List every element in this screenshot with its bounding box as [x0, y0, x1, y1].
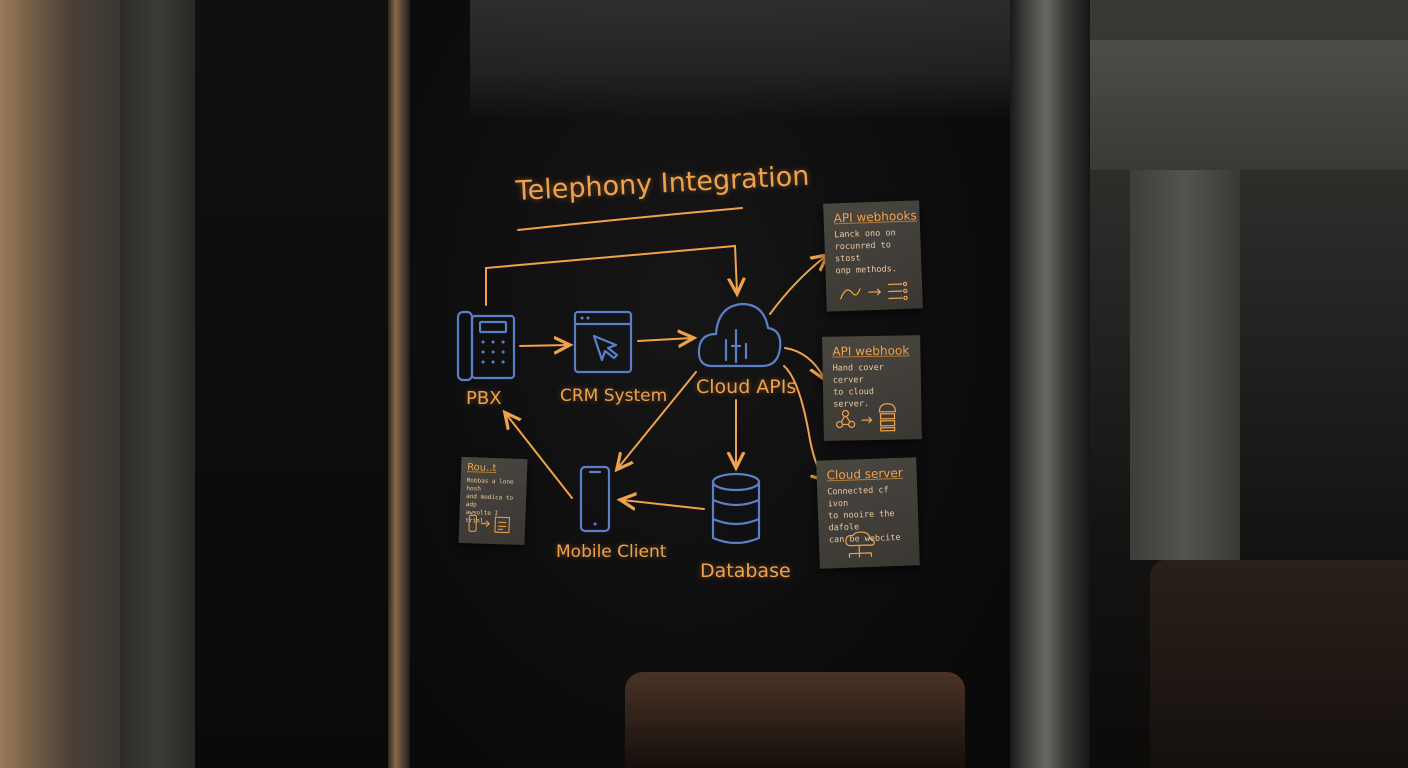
cloud-network-icon [841, 529, 918, 560]
arrow-cloud-to-note1 [770, 256, 826, 314]
sticky-note-api-webhook: API webhook Hand cover cerver to cloud s… [822, 335, 922, 441]
note-title: Rou..t [467, 462, 521, 475]
node-label-database: Database [700, 560, 791, 582]
phone-icon [458, 312, 514, 380]
arrow-database-to-mobile [622, 500, 704, 509]
sticky-note-api-webhooks: API webhooks Lanck ono on rocunred to st… [823, 200, 923, 311]
title-underline [518, 208, 742, 230]
network-server-icon [833, 399, 910, 432]
node-label-crm: CRM System [560, 386, 667, 406]
arrow-pbx-to-cloud [486, 246, 737, 305]
node-label-mobile: Mobile Client [556, 542, 666, 562]
smartphone-icon [581, 467, 609, 531]
browser-cursor-icon [575, 312, 631, 372]
sticky-note-cloud-server: Cloud server Connected cf ivon to nooire… [816, 457, 920, 568]
note-title: API webhook [832, 343, 910, 358]
database-icon [713, 474, 759, 543]
sticky-note-small: Rou..t Mobbas a lone hosh and modica to … [459, 457, 528, 545]
note-title: API webhooks [833, 209, 909, 226]
note-body: Lanck ono on rocunred to stost onp metho… [834, 227, 912, 278]
note-title: Cloud server [826, 466, 906, 483]
node-label-cloud: Cloud APIs [696, 376, 796, 398]
phone-to-form-icon [465, 513, 516, 539]
arrow-pbx-to-crm [520, 345, 568, 346]
node-label-pbx: PBX [466, 388, 502, 409]
cloud-icon [699, 304, 780, 366]
arrow-crm-to-cloud [638, 338, 692, 341]
flow-arrows-icon [836, 279, 913, 304]
diagram-arrows [486, 208, 826, 509]
